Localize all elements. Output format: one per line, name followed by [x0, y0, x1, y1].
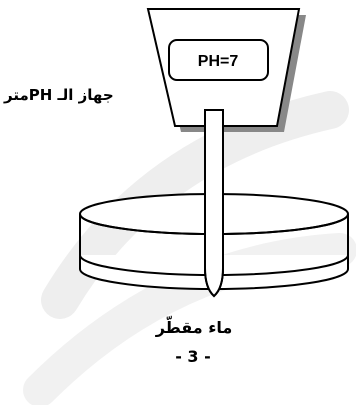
ph-reading: PH=7: [198, 53, 239, 70]
meter-probe-front: [206, 226, 222, 295]
meter-probe-outline: [204, 226, 224, 298]
meter-display: [168, 39, 269, 81]
device-label: جهاز الـ PHمتر: [4, 86, 114, 104]
page-number: - 3 -: [175, 347, 211, 366]
liquid-label: ماء مقطّر: [155, 318, 233, 337]
